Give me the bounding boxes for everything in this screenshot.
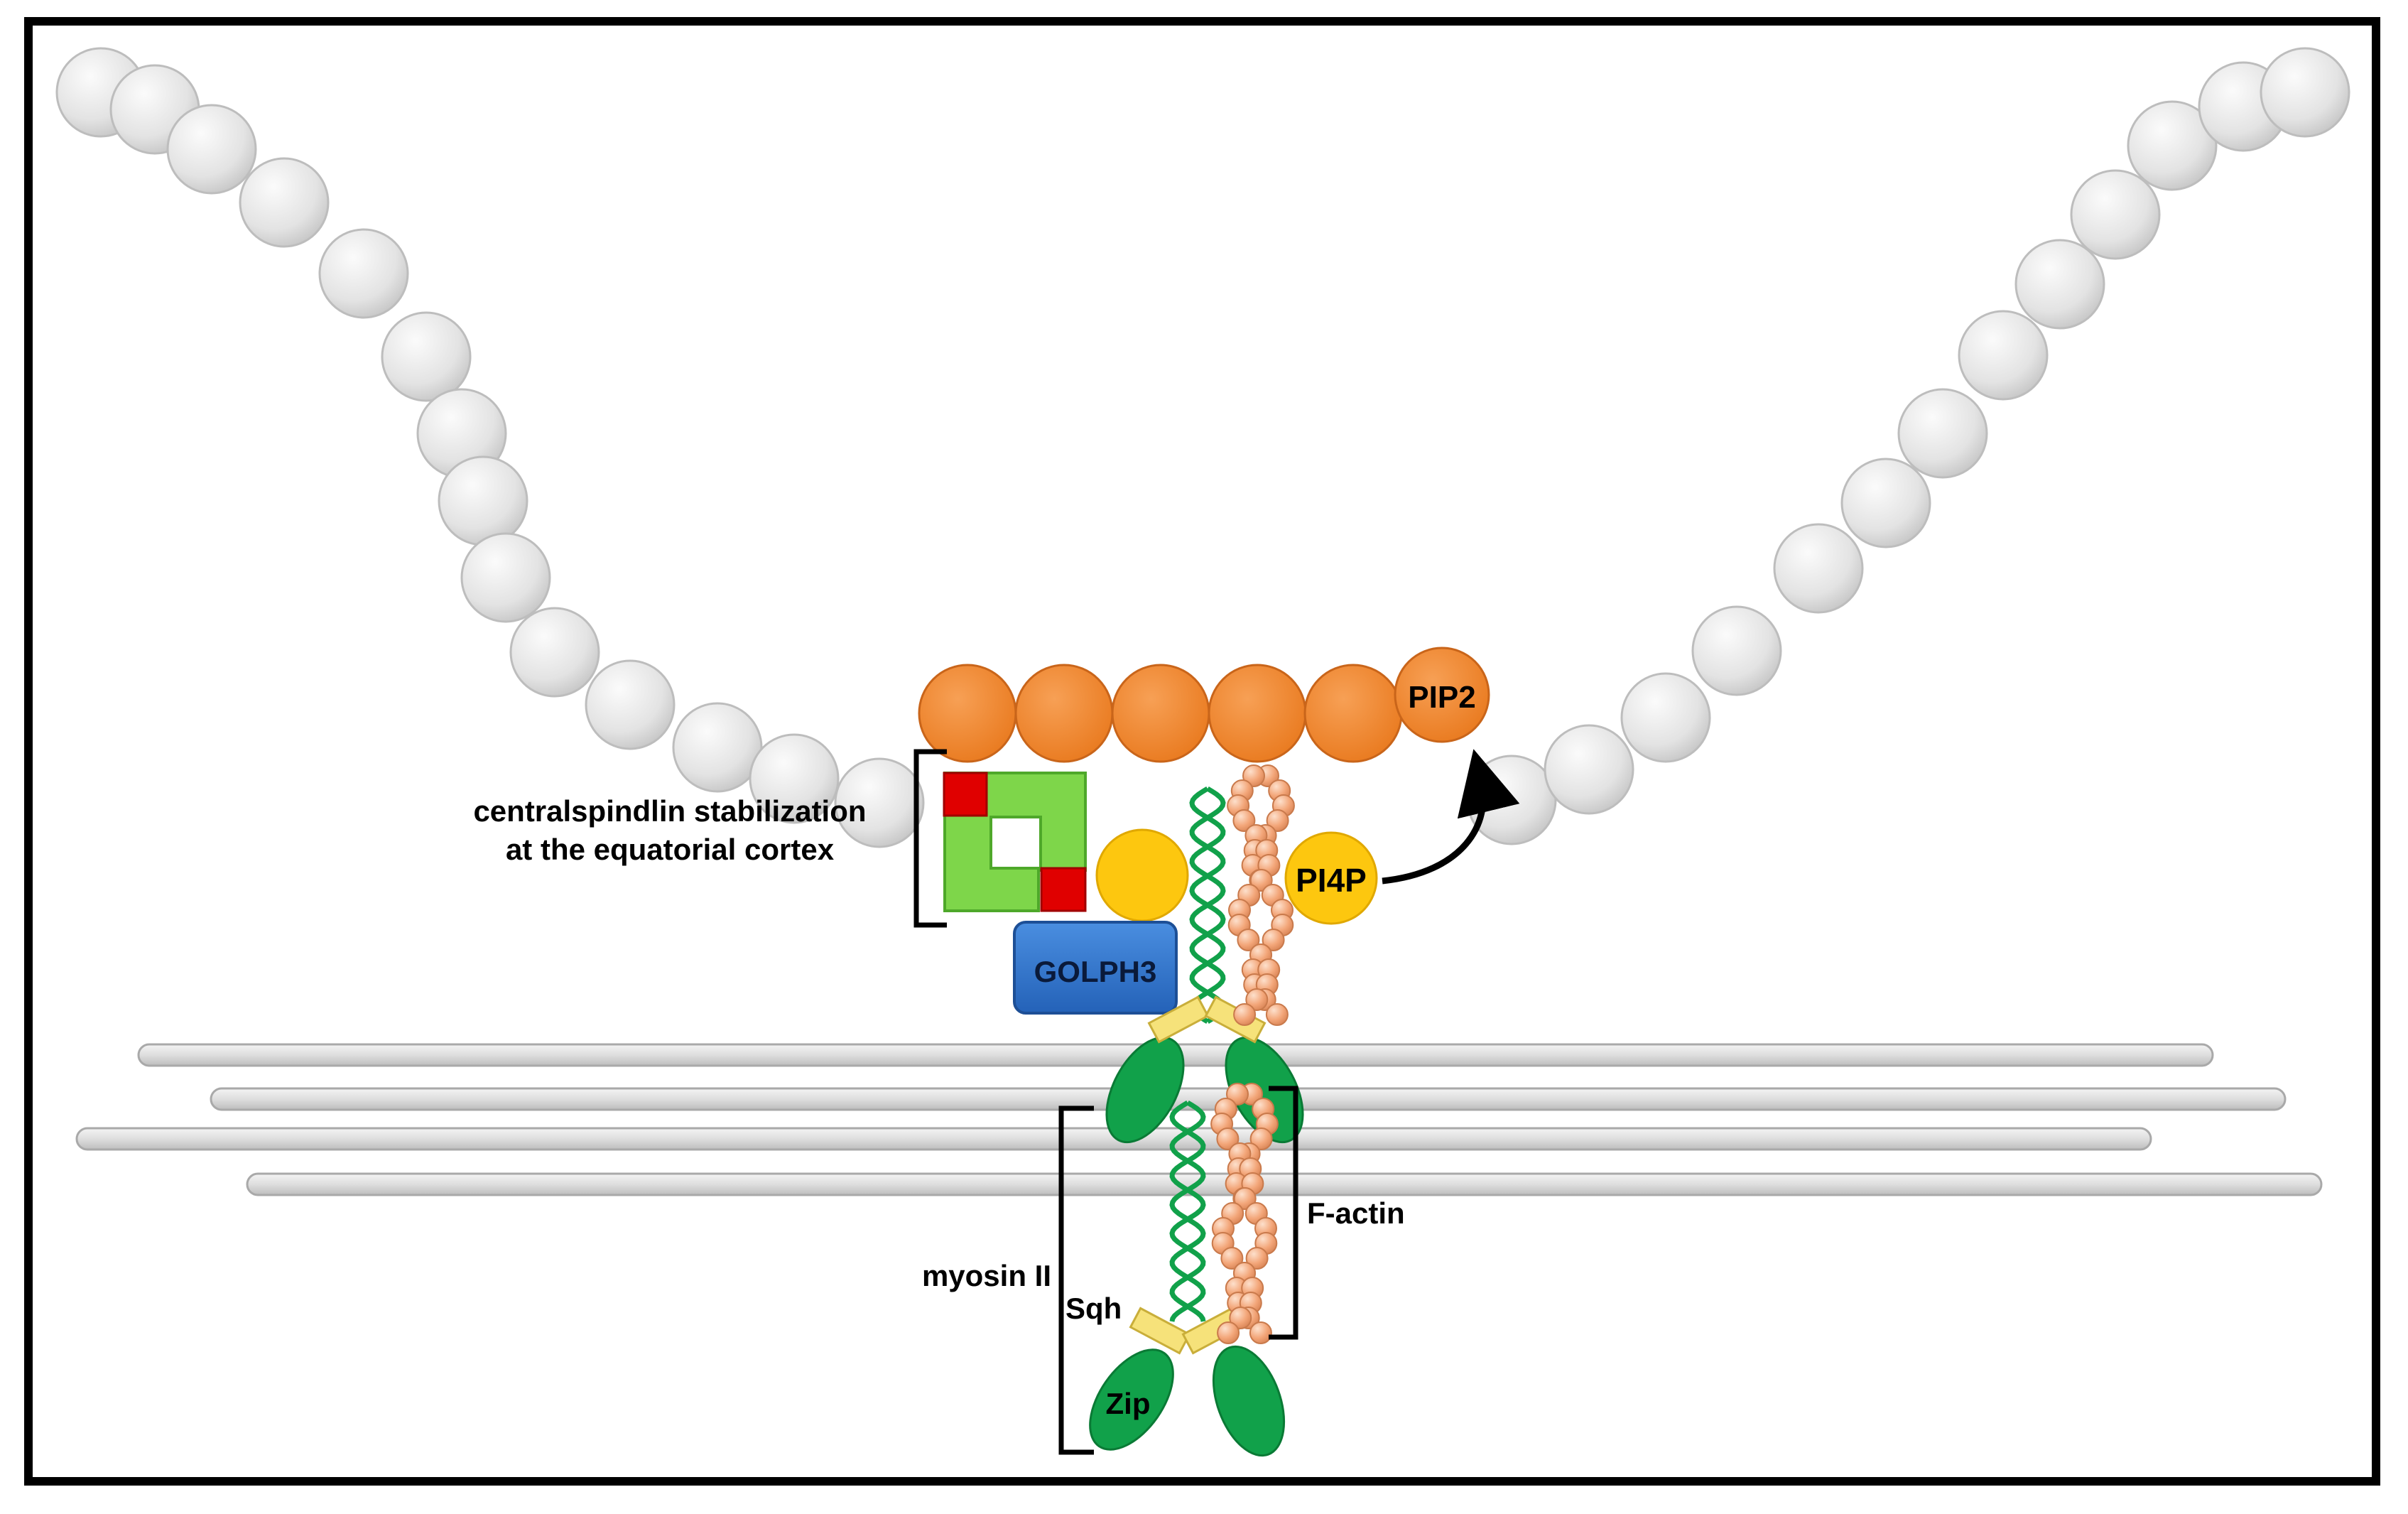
pi4p-label: PI4P (1296, 862, 1367, 899)
actin-monomer (1233, 1187, 1257, 1210)
membrane-lipid (1691, 605, 1782, 696)
myosin-heads-upper (1105, 1036, 1304, 1144)
myosin-strand (1169, 1101, 1206, 1322)
actin-monomer (1220, 1247, 1244, 1270)
membrane-lipid (2127, 100, 2218, 191)
membrane-lipid (1773, 523, 1864, 614)
membrane-lipid (585, 659, 676, 750)
pip2-lipid (1303, 664, 1403, 763)
actin-monomer (1226, 1083, 1249, 1105)
membrane-lipid (438, 455, 528, 546)
membrane-lipid (2014, 239, 2105, 330)
actin-monomer (1232, 809, 1256, 832)
golph3-block (1013, 921, 1178, 1015)
membrane-lipid (834, 757, 925, 848)
f-actin-filament (1210, 764, 1295, 1344)
centralspindlin-green-notch (989, 816, 1042, 870)
membrane-lipid (1958, 310, 2049, 401)
pi4p-circle-unlabeled (1095, 828, 1189, 922)
membrane-lipid (1620, 672, 1711, 763)
actin-monomer (1249, 1128, 1273, 1150)
actin-monomer (1233, 1003, 1257, 1026)
actin-monomer (1242, 764, 1265, 787)
membrane-lipid (460, 532, 551, 623)
membrane-lipid (239, 157, 330, 248)
centralspindlin-label-line2: at the equatorial cortex (506, 833, 835, 866)
centralspindlin-red-square (943, 772, 988, 817)
actin-monomer (1249, 869, 1273, 892)
membrane-lipid (509, 607, 600, 698)
membrane-lipid (2070, 169, 2161, 260)
membrane-lipid (672, 702, 763, 793)
pip2-lipids (918, 647, 1490, 763)
membrane-lipid (1897, 388, 1988, 479)
actin-monomer (1245, 988, 1269, 1011)
pip2-lipid (1394, 647, 1490, 743)
pi4p-circle (1284, 831, 1378, 925)
membrane-lipid (2260, 47, 2350, 138)
myosin-head (1105, 1036, 1185, 1144)
actin-monomer (1249, 1321, 1272, 1344)
pip2-lipid (918, 664, 1017, 763)
actin-monomer (1266, 809, 1289, 832)
centralspindlin-red-square (1040, 867, 1087, 912)
membrane-lipid (166, 104, 257, 195)
pi4p-to-pip2-arrow (1382, 749, 1520, 885)
actin-monomer (1217, 1321, 1240, 1344)
membrane-lipid (318, 228, 409, 319)
sqh-chain (1147, 995, 1210, 1044)
f-actin-bracket (1269, 1086, 1298, 1340)
f-actin-label: F-actin (1307, 1196, 1405, 1230)
membrane-lipid (1840, 458, 1931, 548)
actin-monomer (1229, 1307, 1252, 1329)
membrane-lipid (1544, 724, 1634, 815)
actin-monomer (1265, 1003, 1289, 1026)
actin-monomer (1237, 929, 1260, 951)
membrane-lipid (381, 311, 472, 402)
microtubule (246, 1172, 2323, 1196)
membrane-lipid (749, 733, 840, 824)
zip-label: Zip (1106, 1387, 1151, 1420)
centralspindlin-bracket (913, 749, 947, 928)
actin-monomer (1262, 929, 1285, 951)
pip2-lipid (1111, 664, 1210, 763)
sqh-light-chains (1129, 995, 1267, 1355)
myosin-strand (1169, 1101, 1206, 1322)
pip2-label: PIP2 (1408, 680, 1475, 715)
golph3-label: GOLPH3 (1034, 955, 1157, 988)
myosin-heads-lower (1089, 1345, 1286, 1457)
sqh-label: Sqh (1065, 1292, 1122, 1325)
pip2-lipid (1014, 664, 1114, 763)
sqh-chain (1129, 1307, 1191, 1355)
myosin-bracket (1058, 1105, 1094, 1455)
myosin-strand (1189, 786, 1226, 1024)
actin-monomer (1216, 1128, 1240, 1150)
pip2-lipid (1208, 664, 1307, 763)
myosin-head (1212, 1345, 1286, 1457)
myosin-label: myosin II (922, 1259, 1051, 1292)
centralspindlin-complex (913, 749, 1087, 928)
centralspindlin-label-line1: centralspindlin stabilization (473, 794, 866, 828)
actin-monomer (1245, 1247, 1269, 1270)
myosin-head (1089, 1348, 1174, 1451)
myosin-coiled-coil (1169, 786, 1226, 1322)
